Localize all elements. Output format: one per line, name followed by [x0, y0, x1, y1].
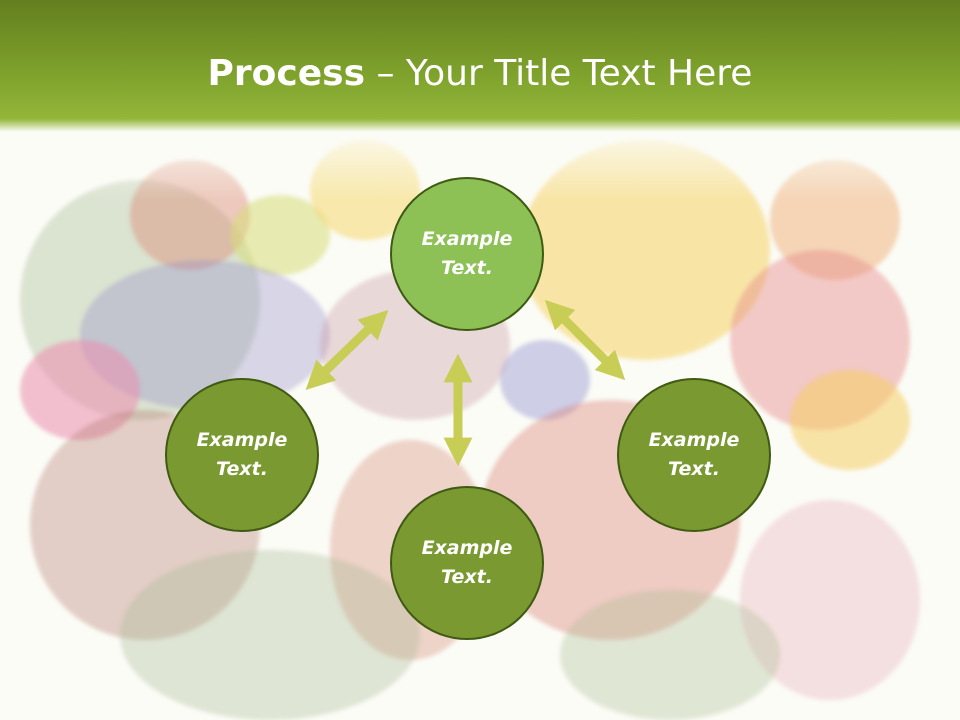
title-bold: Process — [207, 53, 366, 94]
node-top-text: Example Text. — [421, 228, 513, 279]
arrow-top-left — [305, 309, 389, 391]
node-left: Example Text. — [165, 378, 319, 532]
node-right: Example Text. — [617, 378, 771, 532]
node-bottom: Example Text. — [390, 486, 544, 640]
arrow-top-right — [544, 299, 626, 381]
floral-background — [0, 120, 960, 720]
node-right-text: Example Text. — [648, 429, 740, 480]
node-left-text: Example Text. — [196, 429, 288, 480]
slide-title: Process – Your Title Text Here — [0, 48, 960, 100]
title-rest: – Your Title Text Here — [365, 53, 753, 94]
node-bottom-text: Example Text. — [421, 537, 513, 588]
node-top: Example Text. — [390, 177, 544, 331]
title-bar: Process – Your Title Text Here — [0, 0, 960, 132]
